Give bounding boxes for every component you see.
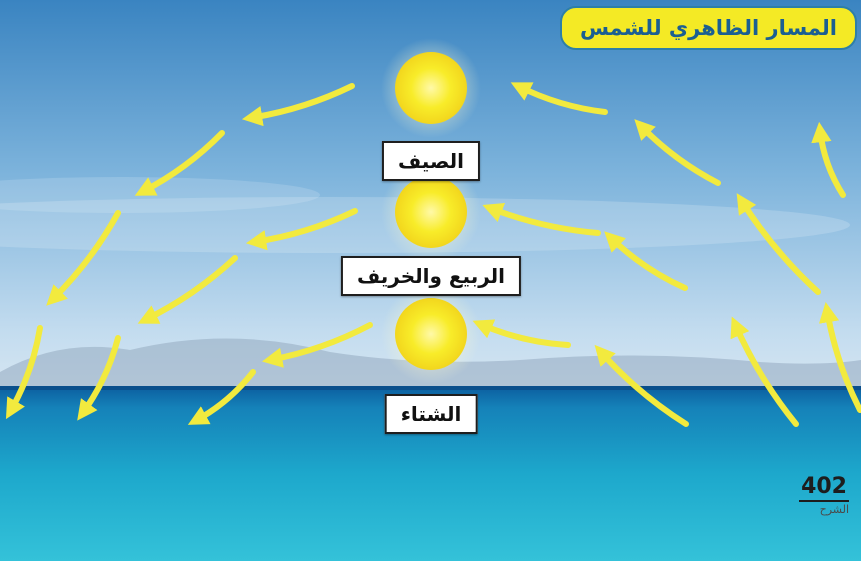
arrow-summer-east-rise: [811, 121, 846, 198]
arrow-summer-west-mid: [134, 130, 225, 196]
arrow-equinox-west-mid: [137, 255, 238, 324]
arrow-summer-west-top: [241, 83, 355, 127]
page-number: 402: [799, 474, 849, 502]
sun-summer: [395, 52, 467, 124]
page-number-block: 402 الشرح: [799, 474, 849, 516]
sun-winter: [395, 298, 467, 370]
arrow-summer-east-top: [510, 82, 608, 115]
season-label-equinox: الربيع والخريف: [340, 256, 522, 296]
arrow-winter-east-top: [472, 319, 571, 348]
diagram-title: المسار الظاهري للشمس: [559, 6, 857, 50]
season-label-summer: الصيف: [381, 141, 481, 181]
season-label-winter: الشتاء: [384, 394, 478, 434]
arrow-equinox-east-mid: [604, 231, 688, 291]
arrow-equinox-east-rise: [736, 193, 821, 295]
sun-equinox: [395, 176, 467, 248]
arrow-winter-east-rise: [818, 301, 861, 413]
arrow-winter-west-top: [261, 322, 373, 368]
arrow-winter-west-set: [187, 369, 256, 425]
cloud-band: [0, 177, 320, 213]
arrow-equinox-west-set: [77, 335, 121, 421]
arrow-summer-west-set: [5, 325, 43, 420]
arrow-summer-east-mid: [634, 119, 721, 186]
arrow-winter-east-mid: [730, 316, 799, 427]
page-caption: الشرح: [819, 503, 849, 516]
horizon-line: [0, 386, 861, 390]
arrow-summer-west-descend: [46, 210, 121, 306]
arrow-winter-east-low: [594, 344, 689, 427]
arrow-equinox-west-top: [245, 208, 358, 251]
arrow-equinox-east-top: [482, 202, 601, 236]
